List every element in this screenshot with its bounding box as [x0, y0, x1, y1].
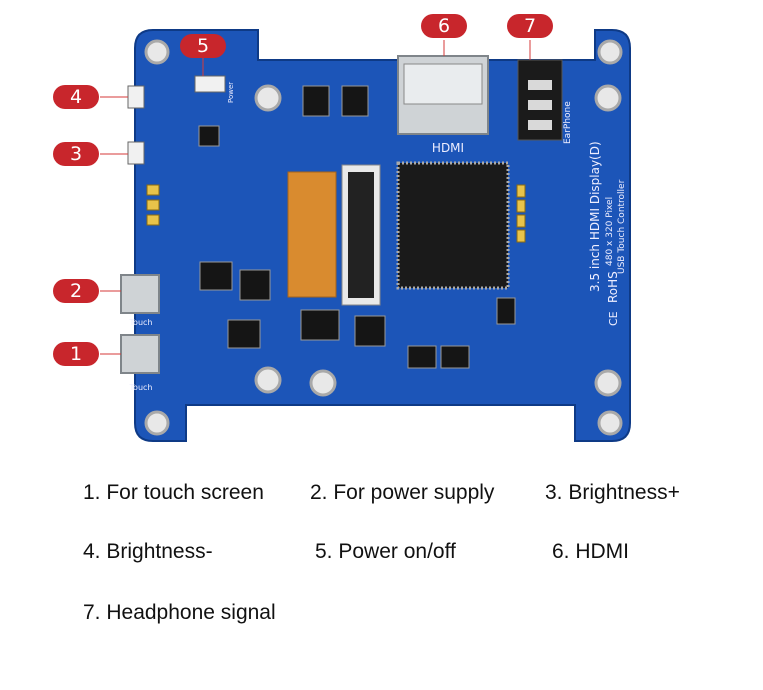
legend-item-6: 6. HDMI [552, 540, 630, 563]
callout-7: 7 [507, 14, 553, 38]
legend-item-2: 2. For power supply [310, 481, 495, 504]
callout-4: 4 [53, 85, 99, 109]
touch-silk-1: Touch [129, 318, 153, 327]
touch-silk-2: Touch [129, 383, 153, 392]
power-usb-port [120, 274, 160, 314]
power-button [194, 75, 226, 93]
legend-item-4: 4. Brightness- [83, 540, 213, 563]
legend-item-5: 5. Power on/off [315, 540, 456, 563]
callout-3: 3 [53, 142, 99, 166]
callout-1: 1 [53, 342, 99, 366]
model-line-1: 3.5 inch HDMI Display(D) [588, 141, 602, 292]
legend-item-1: 1. For touch screen [83, 481, 264, 504]
model-line-3: USB Touch Controller [617, 179, 627, 274]
legend-item-3: 3. Brightness+ [545, 481, 680, 504]
callout-6: 6 [421, 14, 467, 38]
touch-usb-port [120, 334, 160, 374]
callout-2: 2 [53, 279, 99, 303]
power-silk: Power [227, 82, 235, 103]
board-photo: HDMI EarPhone 3.5 inch HDMI Display(D) 4… [100, 29, 631, 442]
fpc-connector [287, 171, 337, 298]
ce-mark: CE [607, 311, 620, 326]
legend-item-7: 7. Headphone signal [83, 601, 276, 624]
mounting-holes [144, 39, 623, 436]
main-chip [396, 161, 510, 290]
rohs-mark: RoHS [606, 271, 620, 303]
callout-5: 5 [180, 34, 226, 58]
brightness-minus-button [127, 85, 145, 109]
brightness-plus-button [127, 141, 145, 165]
hdmi-silk: HDMI [432, 141, 464, 155]
model-line-2: 480 x 320 Pixel [605, 197, 615, 266]
earphone-silk: EarPhone [563, 101, 573, 144]
